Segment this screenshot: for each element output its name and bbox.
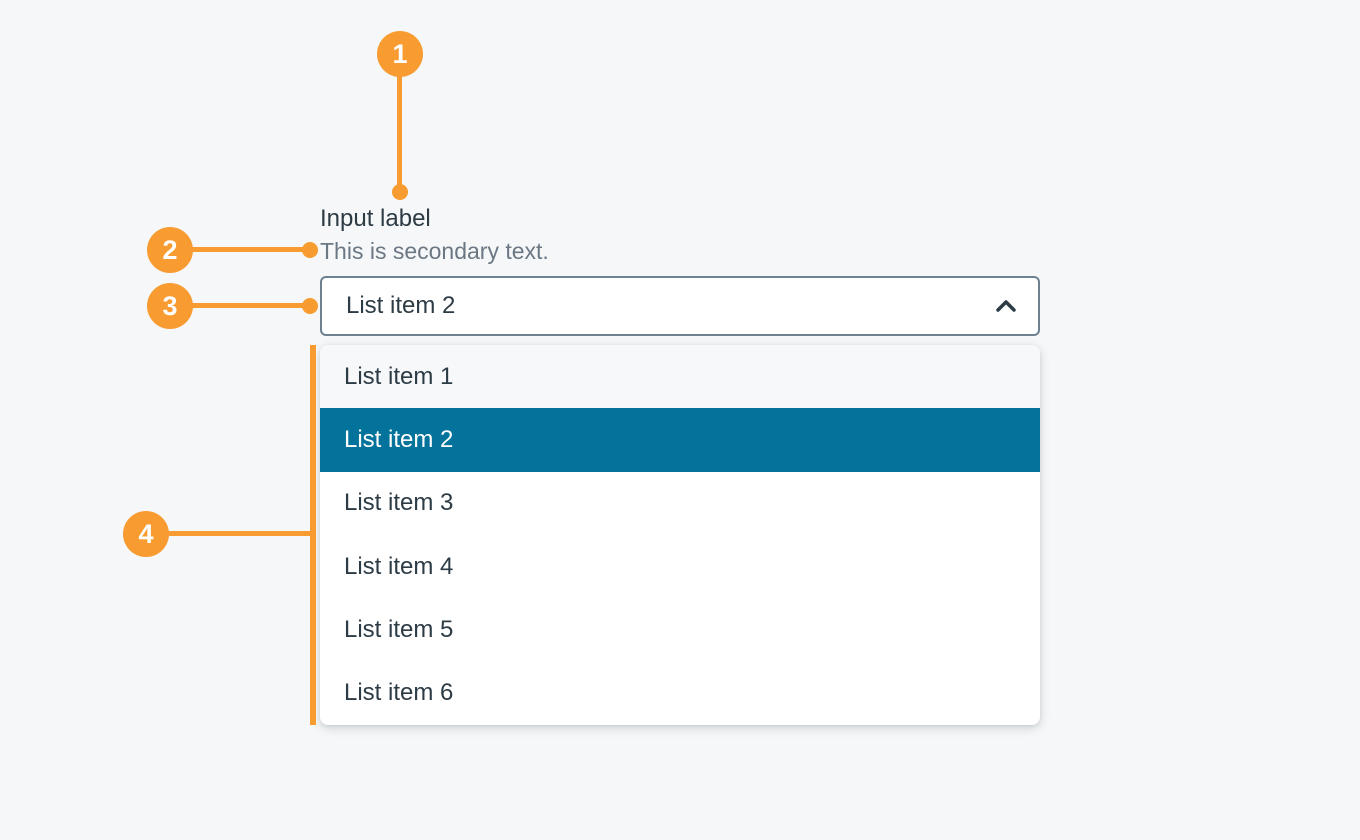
option-label: List item 2 [344, 425, 454, 453]
callout-number: 1 [392, 38, 408, 69]
option-label: List item 4 [344, 552, 454, 580]
callout-dot-2 [302, 242, 318, 258]
option-list-item-1[interactable]: List item 1 [320, 345, 1040, 409]
option-list-item-3[interactable]: List item 3 [320, 472, 1040, 535]
select-value: List item 2 [346, 292, 456, 319]
callout-dot-3 [302, 298, 318, 314]
option-label: List item 6 [344, 679, 454, 707]
callout-badge-4: 4 [123, 511, 169, 557]
callout-badge-3: 3 [147, 283, 193, 329]
callout-line-4 [167, 531, 311, 536]
option-list-item-2[interactable]: List item 2 [320, 408, 1040, 472]
callout-bracket-bar [310, 345, 316, 725]
callout-badge-1: 1 [377, 31, 423, 77]
callout-number: 4 [138, 518, 154, 549]
option-label: List item 3 [344, 489, 454, 517]
callout-line-2 [190, 247, 306, 252]
callout-number: 3 [162, 290, 178, 321]
option-list-item-6[interactable]: List item 6 [320, 662, 1040, 725]
callout-dot-1 [392, 184, 408, 200]
callout-number: 2 [162, 234, 178, 265]
callout-line-1 [397, 75, 402, 187]
option-list-item-4[interactable]: List item 4 [320, 535, 1040, 598]
option-label: List item 1 [344, 362, 454, 390]
option-list-item-5[interactable]: List item 5 [320, 598, 1040, 661]
secondary-text: This is secondary text. [320, 238, 549, 264]
chevron-up-icon [996, 300, 1016, 312]
callout-badge-2: 2 [147, 227, 193, 273]
option-label: List item 5 [344, 615, 454, 643]
callout-line-3 [190, 303, 306, 308]
options-list: List item 1 List item 2 List item 3 List… [320, 345, 1040, 725]
input-label: Input label [320, 205, 431, 232]
select-trigger[interactable]: List item 2 [320, 276, 1040, 336]
